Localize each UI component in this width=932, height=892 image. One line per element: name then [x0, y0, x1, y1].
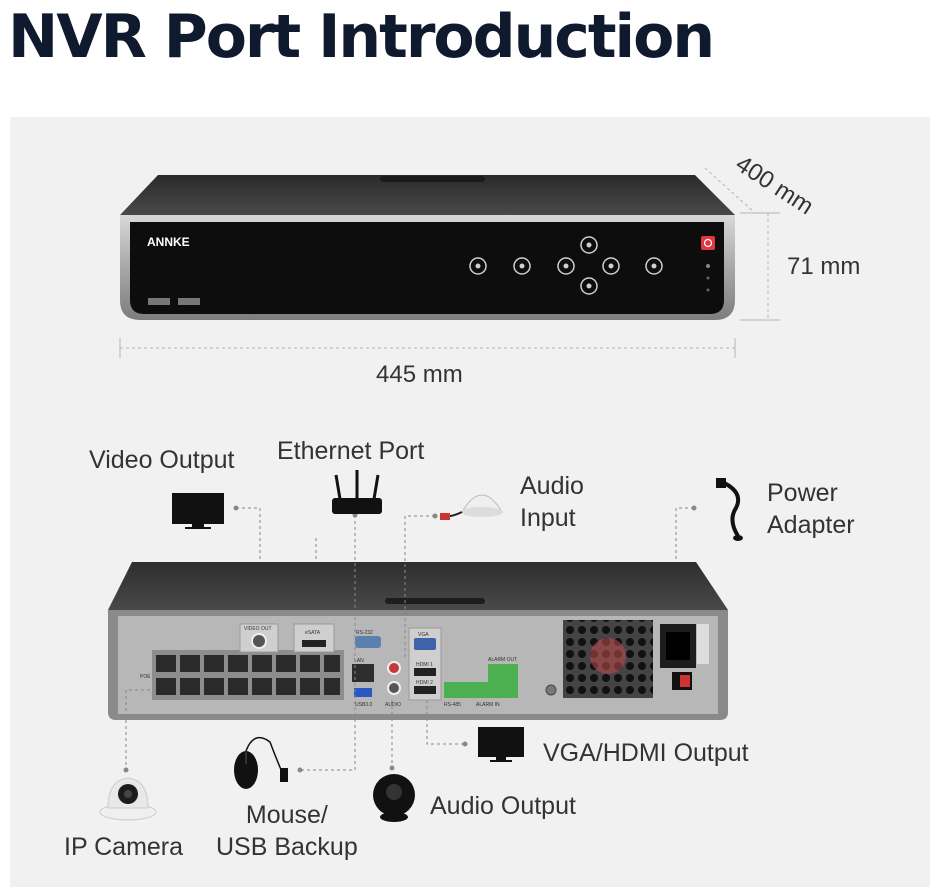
- page-title: NVR Port Introduction: [8, 2, 715, 72]
- status-led: [706, 288, 710, 292]
- rs232-port: [355, 636, 381, 648]
- rs232-label: RS-232: [356, 630, 373, 636]
- status-led: [706, 276, 710, 280]
- rs485-terminal: [444, 682, 488, 698]
- front-face: [130, 222, 724, 314]
- depth-dimension-label: 400 mm: [731, 150, 818, 220]
- usb3-label: USB3.0: [355, 702, 372, 708]
- power-cable-icon: [716, 478, 743, 541]
- ethernet-port-label: Ethernet Port: [277, 437, 425, 465]
- front-button-back-icon: [513, 257, 531, 275]
- audio-input-label-line: Input: [520, 504, 576, 532]
- power-adapter-label: Power Adapter: [767, 477, 855, 541]
- microphone-icon: [439, 494, 503, 520]
- alarm-terminal: [488, 664, 518, 698]
- rating-label: [697, 624, 709, 664]
- dome-camera-icon: [99, 777, 157, 821]
- hdmi1-label: HDMI 1: [416, 662, 433, 668]
- nvr-top-surface: [120, 175, 735, 215]
- esata-port: [293, 623, 335, 653]
- power-button-icon: [701, 236, 715, 250]
- audio-in-jack: [387, 661, 401, 675]
- vga-port: [414, 638, 436, 650]
- nvr-rear-unit: POE VIDEO OUT eSATA RS-232 LAN USB3.0 AU…: [108, 562, 728, 720]
- usb3-port: [354, 688, 372, 697]
- esata-label: eSATA: [305, 630, 321, 636]
- alarm-in-label: ALARM IN: [476, 702, 500, 708]
- brand-logo: ANNKE: [147, 235, 190, 249]
- video-output-label: Video Output: [89, 446, 235, 474]
- monitor-icon: [478, 727, 524, 762]
- mouse-usb-backup-label-line: USB Backup: [216, 833, 358, 861]
- dimension-lines: [119, 167, 780, 358]
- vga-hdmi-output-label: VGA/HDMI Output: [543, 739, 749, 767]
- top-groove: [380, 176, 485, 182]
- front-button-up-icon: [580, 236, 598, 254]
- ip-camera-label: IP Camera: [64, 833, 184, 861]
- connector-lines: [125, 507, 694, 771]
- audio-input-label: Audio Input: [520, 470, 584, 534]
- front-buttons: [469, 236, 663, 295]
- speaker-icon: [373, 774, 415, 822]
- front-button-enter-icon: [645, 257, 663, 275]
- router-icon: [332, 470, 382, 514]
- ground-screw: [545, 684, 557, 696]
- audio-label: AUDIO: [385, 702, 401, 708]
- video-out-label: VIDEO OUT: [244, 626, 272, 632]
- alarm-out-label: ALARM OUT: [488, 657, 517, 663]
- power-adapter-label-line: Adapter: [767, 511, 855, 539]
- mouse-usb-backup-label: Mouse/ USB Backup: [216, 799, 358, 863]
- lan-port: [352, 664, 374, 682]
- nvr-front-unit: ANNKE: [120, 175, 735, 320]
- monitor-icon: [172, 493, 224, 529]
- power-adapter-label-line: Power: [767, 479, 838, 507]
- mouse-usb-backup-label-line: Mouse/: [245, 801, 328, 829]
- audio-output-label: Audio Output: [430, 792, 576, 820]
- usb-port-front-2: [178, 298, 200, 305]
- front-button-menu-icon: [469, 257, 487, 275]
- usb-port-front-1: [148, 298, 170, 305]
- front-button-down-icon: [580, 277, 598, 295]
- hdmi2-port: [414, 686, 436, 694]
- height-dimension-label: 71 mm: [787, 253, 860, 280]
- front-button-left-icon: [557, 257, 575, 275]
- status-led: [706, 264, 710, 268]
- audio-input-label-line: Audio: [520, 472, 584, 500]
- hdmi1-port: [414, 668, 436, 676]
- mouse-icon: [234, 736, 288, 789]
- rs485-label: RS-485: [444, 702, 461, 708]
- vga-label: VGA: [418, 632, 429, 638]
- front-button-right-icon: [602, 257, 620, 275]
- audio-out-jack: [387, 681, 401, 695]
- poe-ports: [156, 655, 340, 695]
- hdmi2-label: HDMI 2: [416, 680, 433, 686]
- rear-top-surface: [108, 562, 728, 610]
- poe-label: POE: [140, 674, 151, 680]
- width-dimension-label: 445 mm: [376, 361, 463, 388]
- lan-label: LAN: [354, 658, 364, 664]
